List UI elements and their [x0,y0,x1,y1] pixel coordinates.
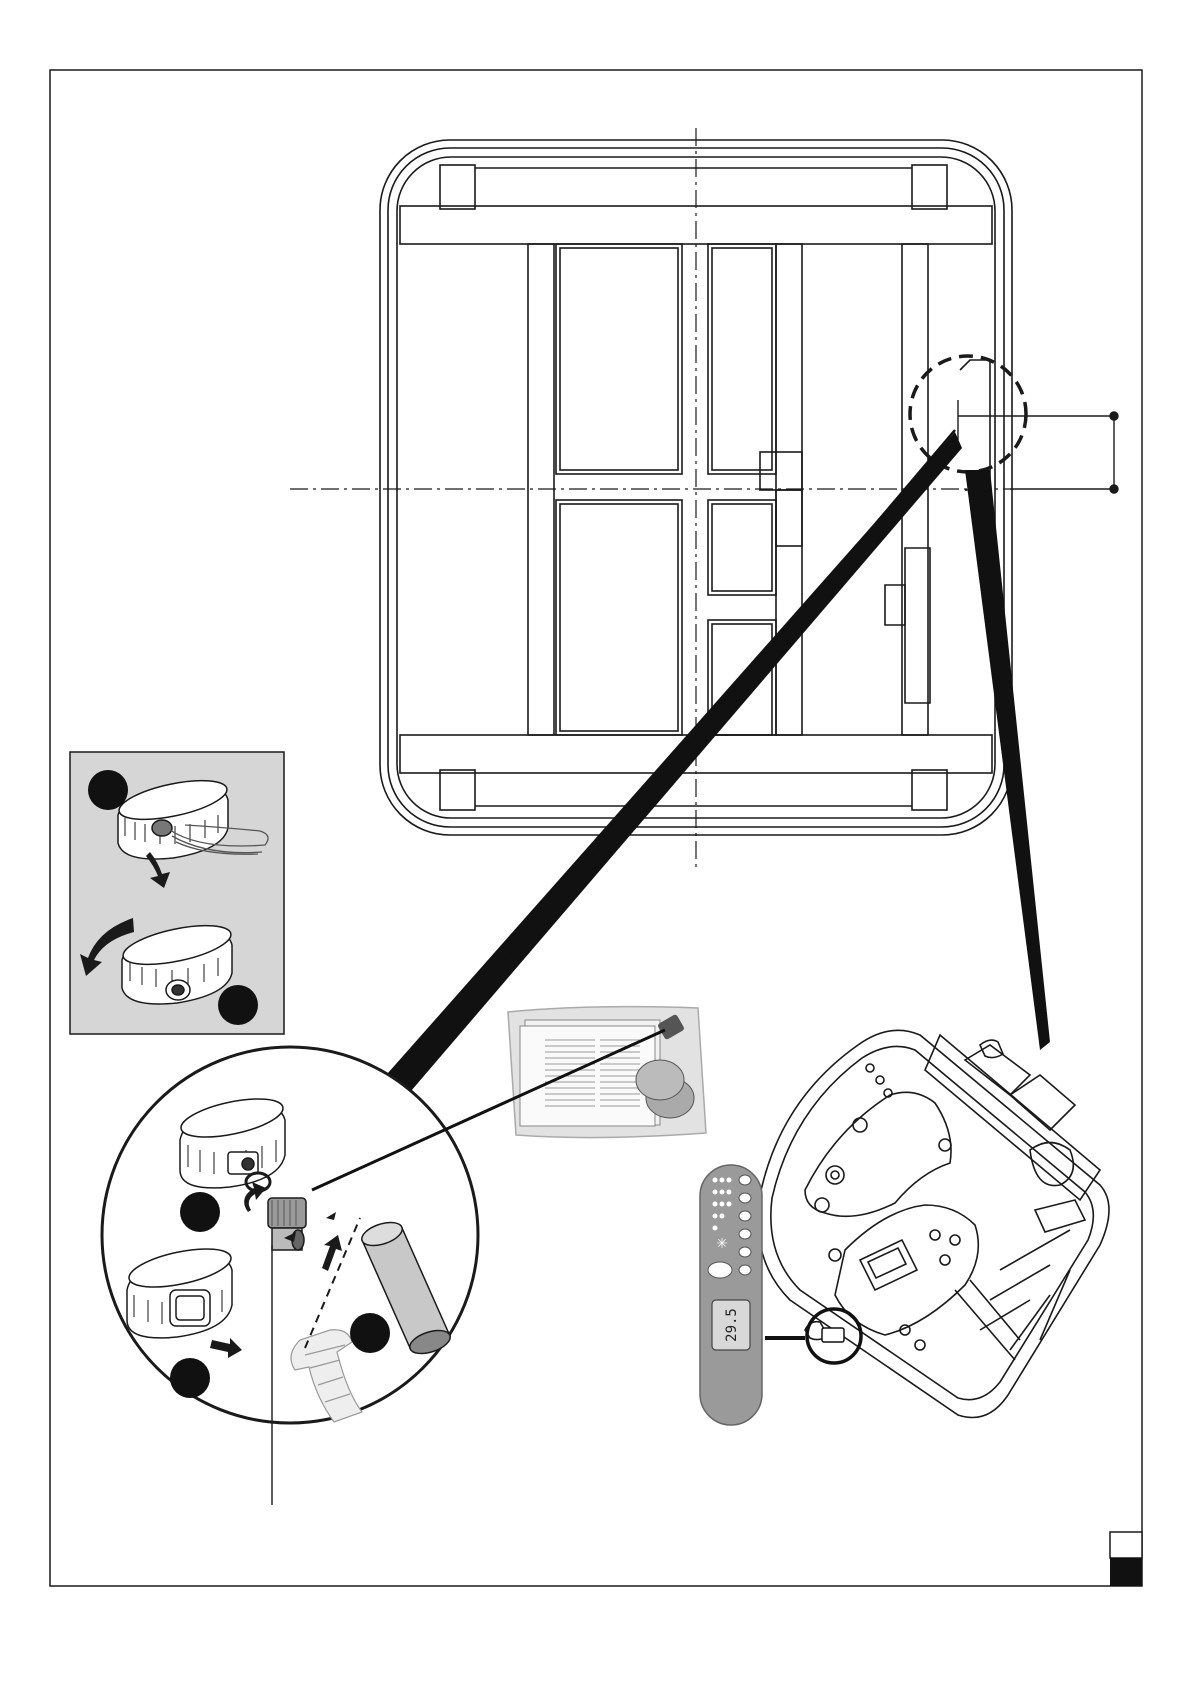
panel-button-icon [739,1265,751,1275]
control-location-marker [822,1328,844,1342]
cap-piece-icon [636,1060,684,1100]
detail-circle-fitting-assembly [102,1047,478,1423]
control-panel: ✳ 29.5 [700,1165,762,1425]
spa-tub-perspective [758,1030,1109,1417]
page-marker-black [1110,1558,1142,1586]
light-icon: ✳ [716,1236,728,1252]
step-badge [350,1313,390,1353]
brand-logo [708,1262,732,1278]
inset-cap-removal [70,752,284,1034]
step-badge [180,1192,220,1232]
leader-band-to-tub [965,470,1050,1050]
step-badge [170,1358,210,1398]
step-badge [218,985,258,1025]
page-marker-white [1110,1532,1142,1558]
parts-bag [508,1007,706,1138]
lcd-readout: 29.5 [724,1308,740,1342]
step-badge [88,770,128,810]
adapter-fitting-icon [268,1198,306,1250]
